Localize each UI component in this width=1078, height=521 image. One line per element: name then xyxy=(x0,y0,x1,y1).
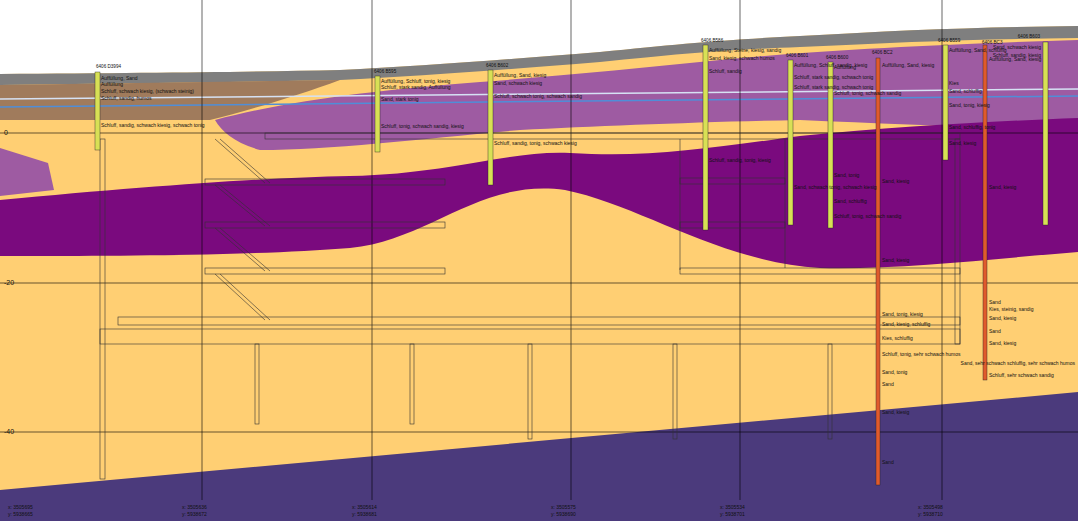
soil-label: Sand xyxy=(882,459,894,465)
soil-label: Sand, schwach tonig, schwach kiesig xyxy=(794,184,877,190)
soil-label: Schluff, sandig, humos xyxy=(101,95,152,101)
soil-label: Schluff, tonig, sehr schwach humos xyxy=(882,351,961,357)
soil-label: Auffüllung, Sand, kiesig xyxy=(882,62,934,68)
soil-label: Sand, stark tonig xyxy=(381,96,419,102)
soil-label: Sand xyxy=(989,328,1001,334)
axis-label: -20 xyxy=(4,279,14,287)
soil-label: Auffüllung, Sand, kiesig xyxy=(494,72,546,78)
soil-label: x: 3505636 xyxy=(182,504,207,510)
soil-label: Sand, kiesig, schwach humos xyxy=(709,55,775,61)
soil-label: Sand xyxy=(882,381,894,387)
soil-label: Sand, sehr schwach schluffig, sehr schwa… xyxy=(961,360,1075,366)
soil-label: Sand, kiesig xyxy=(882,178,909,184)
soil-label: Sand, schwach kiesig xyxy=(993,44,1041,50)
soil-label: Sand, tonig, kiesig xyxy=(882,311,923,317)
soil-label: Schluff, sandig, schwach kiesig, schwach… xyxy=(101,122,205,128)
soil-label: Auffüllung, Schluff, sandig, kiesig xyxy=(794,62,867,68)
soil-label: y: 5938672 xyxy=(182,511,207,517)
soil-label: Sand, tonig xyxy=(882,369,907,375)
soil-label: x: 3505498 xyxy=(918,504,943,510)
soil-label: Sand, kiesig xyxy=(989,340,1016,346)
soil-label: Kies, steinig, sandig xyxy=(989,306,1033,312)
borehole-name: 6406 D3994 xyxy=(96,64,121,70)
axis-label: -40 xyxy=(4,428,14,436)
soil-label: Sand xyxy=(989,299,1001,305)
soil-label: x: 3505614 xyxy=(352,504,377,510)
soil-label: Sand, schluffig xyxy=(949,88,982,94)
soil-label: y: 5938710 xyxy=(918,511,943,517)
soil-label: Sand, tonig xyxy=(834,172,859,178)
soil-label: Schluff, tonig, schwach sandig, kiesig xyxy=(381,123,464,129)
soil-label: Auffüllung, Steine, kiesig, sandig xyxy=(709,47,781,53)
borehole-name: 6406 B603 xyxy=(1018,34,1040,40)
soil-label: Sand, kiesig xyxy=(989,315,1016,321)
soil-label: Schluff, sandig, tonig, schwach kiesig xyxy=(494,140,577,146)
soil-label: Sand, kiesig xyxy=(949,140,976,146)
soil-label: x: 3505575 xyxy=(551,504,576,510)
soil-label: Sand, kiesig xyxy=(882,409,909,415)
soil-label: Sand, schwach kiesig xyxy=(494,80,542,86)
soil-label: Schluff, sandig, kiesig xyxy=(993,52,1041,58)
soil-label: Schluff, schwach kiesig, (schwach steini… xyxy=(101,88,194,94)
soil-label: Sand, schluffig, tonig xyxy=(949,124,995,130)
borehole-name: 6406 BC2 xyxy=(872,50,892,56)
soil-label: Schluff, tonig, schwach sandig xyxy=(834,213,901,219)
soil-label: Schluff, sandig xyxy=(709,68,742,74)
borehole-name: 6406 B595 xyxy=(374,69,396,75)
borehole-name: 6406 B600 xyxy=(826,55,848,61)
soil-label: Auffüllung xyxy=(101,81,123,87)
borehole-name: 6406 B602 xyxy=(486,63,508,69)
soil-label: Sand, schluffig xyxy=(834,198,867,204)
borehole-name: 6406 B586 xyxy=(701,38,723,44)
soil-label: Auffüllung, Schluff, tonig, kiesig xyxy=(381,78,450,84)
axis-label: 0 xyxy=(4,129,8,137)
soil-label: Kies xyxy=(949,80,959,86)
soil-label: Auffüllung xyxy=(834,64,856,70)
soil-label: y: 5938665 xyxy=(8,511,33,517)
soil-label: Sand, kiesig, schluffig xyxy=(882,321,930,327)
soil-label: Schluff, sandig, tonig, kiesig xyxy=(709,157,771,163)
soil-label: Schluff, schwach tonig, schwach sandig xyxy=(494,93,582,99)
borehole-name: 6406 B559 xyxy=(938,38,960,44)
soil-label: Sand, tonig, kiesig xyxy=(949,102,990,108)
soil-label: Sand, kiesig xyxy=(989,184,1016,190)
soil-label: Schluff, tonig, schwach sandig xyxy=(834,90,901,96)
soil-label: x: 3505695 xyxy=(8,504,33,510)
soil-label: Sand, kiesig xyxy=(882,257,909,263)
soil-label: Auffüllung, Sand xyxy=(101,75,138,81)
soil-label: y: 5938701 xyxy=(720,511,745,517)
soil-label: Schluff, stark sandig, schwach tonig xyxy=(794,74,873,80)
soil-label: Schluff, stark sandig, schwach tonig xyxy=(794,84,873,90)
soil-label: Schluff, stark sandig, Auffüllung xyxy=(381,84,451,90)
soil-label: y: 5938690 xyxy=(551,511,576,517)
soil-label: Kies, schluffig xyxy=(882,335,913,341)
borehole-name: 6406 B601 xyxy=(786,53,808,59)
soil-label: Schluff, sehr schwach sandig xyxy=(989,372,1054,378)
soil-label: x: 3505534 xyxy=(720,504,745,510)
soil-label: y: 5938681 xyxy=(352,511,377,517)
